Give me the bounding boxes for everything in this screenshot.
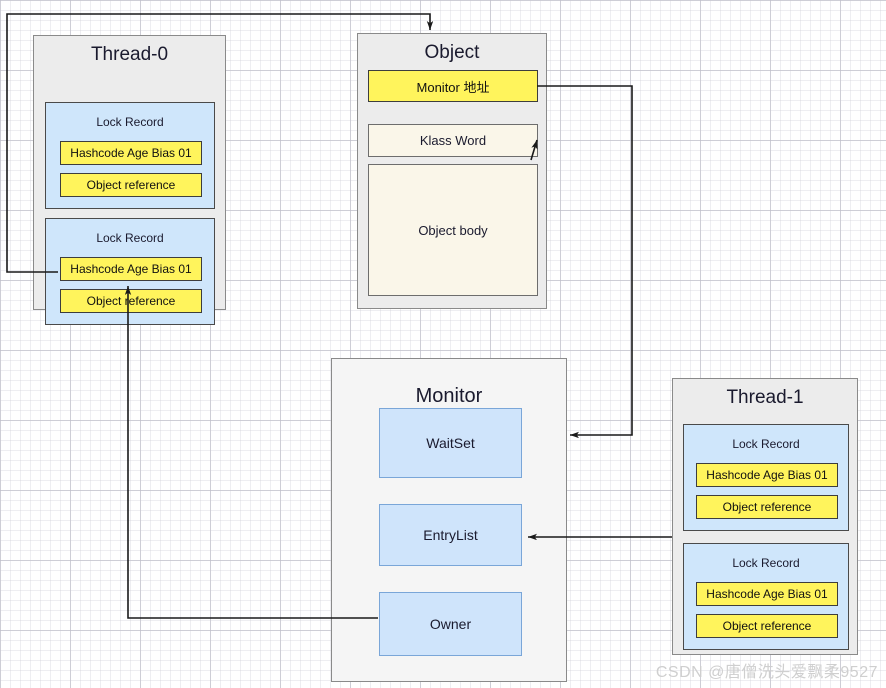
monitor-container: Monitor WaitSet EntryList Owner <box>331 358 567 682</box>
monitor-entrylist-slot: EntryList <box>379 504 522 566</box>
monitor-owner-slot: Owner <box>379 592 522 656</box>
monitor-waitset-slot: WaitSet <box>379 408 522 478</box>
lock-record-title: Lock Record <box>732 437 800 451</box>
mark-word-field: Hashcode Age Bias 01 <box>60 141 202 165</box>
thread1-lock-record-2: Lock Record Hashcode Age Bias 01 Object … <box>683 543 849 650</box>
klass-word-field: Klass Word <box>368 124 538 157</box>
watermark-text: CSDN @唐僧洗头爱飘柔9527 <box>655 664 878 681</box>
mark-word-field: Hashcode Age Bias 01 <box>60 257 202 281</box>
object-reference-field: Object reference <box>60 173 202 197</box>
lock-record-title: Lock Record <box>96 231 164 245</box>
object-container: Object Monitor 地址 Klass Word Object body <box>357 33 547 309</box>
thread0-lock-record-1: Lock Record Hashcode Age Bias 01 Object … <box>45 102 215 209</box>
mark-word-field: Hashcode Age Bias 01 <box>696 582 838 606</box>
monitor-title: Monitor <box>415 385 483 407</box>
thread0-lock-record-2: Lock Record Hashcode Age Bias 01 Object … <box>45 218 215 325</box>
object-reference-field: Object reference <box>696 495 838 519</box>
thread1-title: Thread-1 <box>726 387 804 408</box>
object-reference-field: Object reference <box>60 289 202 313</box>
thread1-container: Thread-1 Lock Record Hashcode Age Bias 0… <box>672 378 858 655</box>
object-reference-field: Object reference <box>696 614 838 638</box>
object-title: Object <box>424 42 480 63</box>
monitor-address-field: Monitor 地址 <box>368 70 538 102</box>
thread0-container: Thread-0 Lock Record Hashcode Age Bias 0… <box>33 35 226 325</box>
object-body-field: Object body <box>368 164 538 296</box>
thread0-title: Thread-0 <box>90 44 169 65</box>
mark-word-field: Hashcode Age Bias 01 <box>696 463 838 487</box>
lock-record-title: Lock Record <box>96 115 164 129</box>
thread1-lock-record-1: Lock Record Hashcode Age Bias 01 Object … <box>683 424 849 531</box>
lock-record-title: Lock Record <box>732 556 800 570</box>
